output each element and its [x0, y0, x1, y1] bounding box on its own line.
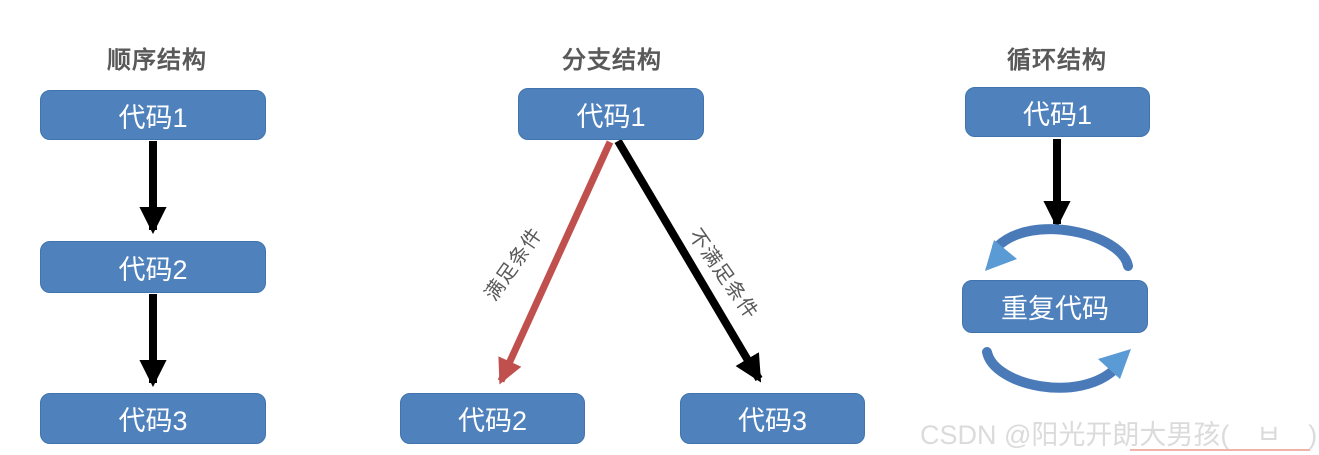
loop-box-repeat-code: 重复代码 — [962, 280, 1148, 333]
loop-title: 循环结构 — [1007, 47, 1107, 74]
branch-arrow-false — [614, 138, 763, 383]
loop-arc-bottom — [982, 347, 1121, 393]
branch-label-condition-not-met: 不满足条件 — [683, 225, 763, 324]
branch-label-condition-met: 满足条件 — [480, 223, 548, 306]
branch-box-code1: 代码1 — [518, 88, 704, 140]
sequence-box-code1: 代码1 — [40, 90, 266, 140]
branch-title: 分支结构 — [562, 47, 662, 74]
loop-arc-bottom-arrowhead — [1098, 349, 1131, 379]
watermark-underline — [1130, 449, 1310, 451]
branch-box-code2: 代码2 — [400, 393, 585, 444]
sequence-box-code2: 代码2 — [40, 241, 266, 293]
loop-box-code1: 代码1 — [965, 87, 1150, 137]
csdn-watermark: CSDN @阳光开朗大男孩( ㅂ ) — [920, 420, 1318, 450]
loop-arc-top — [992, 224, 1133, 271]
loop-arc-top-arrowhead — [985, 240, 1017, 271]
branch-box-code3: 代码3 — [680, 393, 865, 444]
sequence-box-code3: 代码3 — [40, 393, 266, 444]
sequence-title: 顺序结构 — [107, 47, 207, 74]
